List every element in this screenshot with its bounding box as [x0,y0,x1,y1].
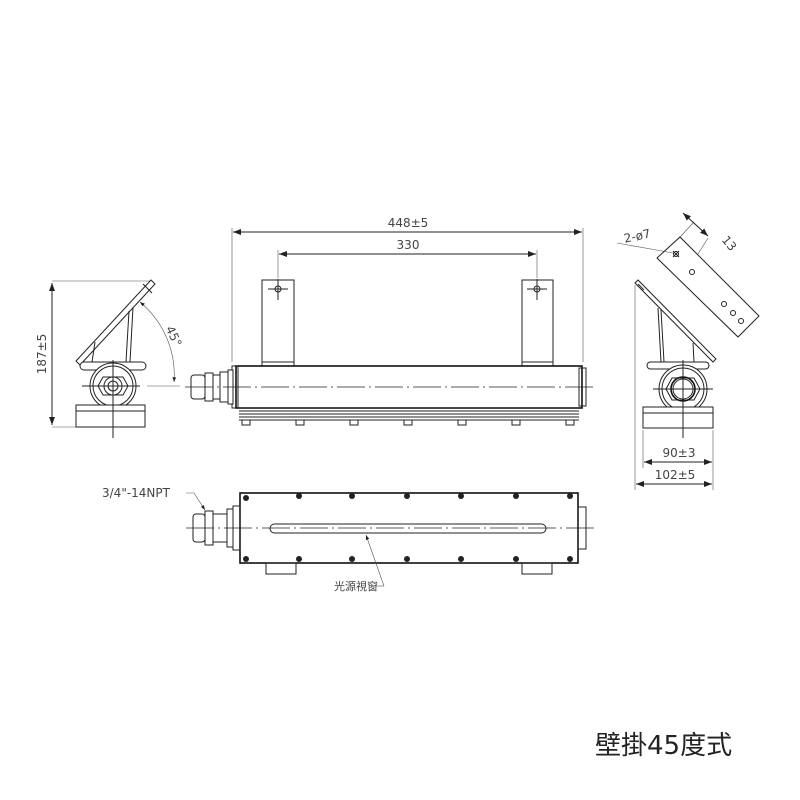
top-view: 3/4"-14NPT 光源視窗 [102,486,596,593]
conduit-thread-label: 3/4"-14NPT [102,486,171,500]
height-dimension: 187±5 [35,334,49,375]
mounting-plate-right [634,279,717,363]
angle-label: 45° [163,324,185,349]
front-view: 448±5 330 [185,216,595,426]
bracket-spacing-dimension: 330 [397,238,420,252]
front-screw-feet [241,419,575,426]
hole-offset-dimension: 13 [719,233,740,254]
overall-width-dimension: 102±5 [655,468,696,482]
foot-right [521,562,553,575]
cover-screws [243,493,573,562]
bracket-detail [656,236,760,338]
angle-arc [139,301,177,383]
drawing-title: 壁掛45度式 [595,731,732,761]
mounting-plate [75,279,156,366]
light-window [269,523,547,534]
hole-callout: 2-ø7 [623,226,652,245]
left-side-view: 187±5 45° [35,279,185,438]
overall-length-dimension: 448±5 [388,216,429,230]
base-width-dimension: 90±3 [663,446,696,460]
foot-left [265,562,297,575]
right-side-view: 2-ø7 13 90±3 102±5 [616,212,760,490]
light-window-label: 光源視窗 [334,579,378,593]
